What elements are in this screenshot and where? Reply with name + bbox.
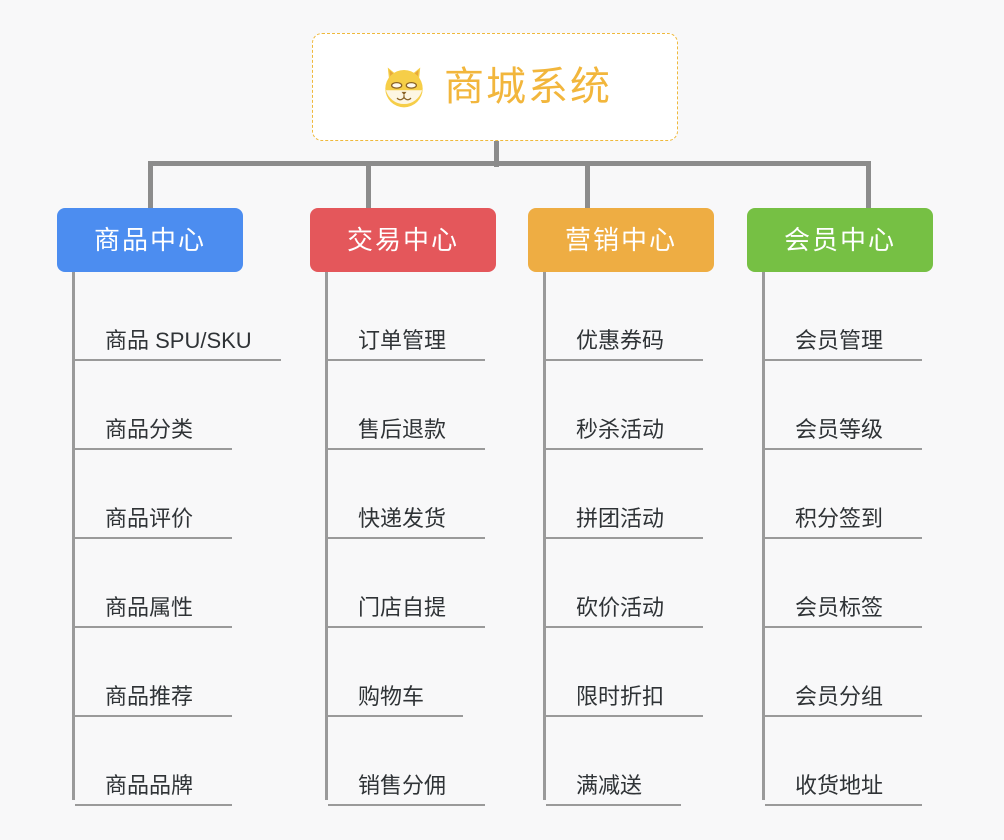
leaf-item[interactable]: 商品 SPU/SKU	[75, 272, 281, 361]
leaf-item[interactable]: 购物车	[328, 628, 496, 717]
branch-column-2: 交易中心 订单管理 售后退款 快递发货 门店自提 购物车 销售分佣	[310, 208, 496, 806]
leaf-underline	[75, 715, 232, 717]
leaf-item[interactable]: 商品评价	[75, 450, 243, 539]
leaf-underline	[546, 715, 703, 717]
leaf-item[interactable]: 门店自提	[328, 539, 496, 628]
leaf-item[interactable]: 商品推荐	[75, 628, 243, 717]
branch-column-3: 营销中心 优惠券码 秒杀活动 拼团活动 砍价活动 限时折扣 满减送	[528, 208, 714, 806]
leaf-label: 售后退款	[358, 417, 447, 442]
leaf-item[interactable]: 满减送	[546, 717, 714, 806]
leaf-item[interactable]: 商品品牌	[75, 717, 243, 806]
root-node[interactable]: 商城系统	[312, 33, 678, 141]
leaf-label: 会员标签	[795, 595, 884, 620]
connector-bar	[148, 161, 871, 166]
leaf-item[interactable]: 限时折扣	[546, 628, 714, 717]
leaf-label: 限时折扣	[576, 684, 665, 709]
leaf-label: 砍价活动	[576, 595, 665, 620]
leaf-label: 积分签到	[795, 506, 884, 531]
leaf-label: 商品 SPU/SKU	[105, 328, 252, 353]
leaf-underline	[328, 715, 463, 717]
branch-body-2: 订单管理 售后退款 快递发货 门店自提 购物车 销售分佣	[325, 272, 496, 806]
leaf-label: 购物车	[358, 684, 425, 709]
leaf-item[interactable]: 会员标签	[765, 539, 933, 628]
leaf-item[interactable]: 销售分佣	[328, 717, 496, 806]
branch-header-label-4: 会员中心	[783, 225, 896, 255]
leaf-underline	[546, 359, 703, 361]
leaf-item[interactable]: 售后退款	[328, 361, 496, 450]
connector-drop-3	[585, 161, 590, 208]
leaf-label: 快递发货	[358, 506, 447, 531]
branch-column-1: 商品中心 商品 SPU/SKU 商品分类 商品评价 商品属性 商品推荐 商品品牌	[57, 208, 281, 806]
leaf-underline	[765, 626, 922, 628]
leaf-underline	[765, 359, 922, 361]
leaf-underline	[75, 804, 232, 806]
leaf-item[interactable]: 会员管理	[765, 272, 933, 361]
leaf-label: 商品评价	[105, 506, 194, 531]
branch-header-label-1: 商品中心	[93, 225, 206, 255]
leaf-underline	[546, 626, 703, 628]
leaf-item[interactable]: 订单管理	[328, 272, 496, 361]
branch-header-label-2: 交易中心	[346, 225, 459, 255]
leaf-item[interactable]: 商品分类	[75, 361, 243, 450]
branch-body-4: 会员管理 会员等级 积分签到 会员标签 会员分组 收货地址	[762, 272, 933, 806]
branch-header-1[interactable]: 商品中心	[57, 208, 243, 272]
leaf-underline	[328, 537, 485, 539]
leaf-label: 会员分组	[795, 684, 884, 709]
connector-drop-2	[366, 161, 371, 208]
leaf-underline	[546, 804, 681, 806]
leaf-label: 满减送	[576, 773, 643, 798]
leaf-item[interactable]: 收货地址	[765, 717, 933, 806]
leaf-underline	[328, 359, 485, 361]
leaf-underline	[328, 626, 485, 628]
connector-drop-1	[148, 161, 153, 208]
leaf-item[interactable]: 积分签到	[765, 450, 933, 539]
branch-column-4: 会员中心 会员管理 会员等级 积分签到 会员标签 会员分组 收货地址	[747, 208, 933, 806]
leaf-underline	[75, 359, 281, 361]
leaf-item[interactable]: 秒杀活动	[546, 361, 714, 450]
leaf-underline	[328, 448, 485, 450]
leaf-label: 会员管理	[795, 328, 884, 353]
branch-body-1: 商品 SPU/SKU 商品分类 商品评价 商品属性 商品推荐 商品品牌	[72, 272, 281, 806]
leaf-item[interactable]: 商品属性	[75, 539, 243, 628]
leaf-label: 商品属性	[105, 595, 194, 620]
leaf-item[interactable]: 砍价活动	[546, 539, 714, 628]
connector-stem	[494, 141, 499, 167]
branch-body-3: 优惠券码 秒杀活动 拼团活动 砍价活动 限时折扣 满减送	[543, 272, 714, 806]
branch-header-3[interactable]: 营销中心	[528, 208, 714, 272]
leaf-label: 商品分类	[105, 417, 194, 442]
leaf-label: 秒杀活动	[576, 417, 665, 442]
leaf-label: 拼团活动	[576, 506, 665, 531]
leaf-underline	[546, 537, 703, 539]
leaf-label: 收货地址	[795, 773, 884, 798]
leaf-underline	[765, 715, 922, 717]
leaf-item[interactable]: 拼团活动	[546, 450, 714, 539]
leaf-underline	[765, 448, 922, 450]
leaf-underline	[546, 448, 703, 450]
leaf-item[interactable]: 快递发货	[328, 450, 496, 539]
leaf-underline	[75, 448, 232, 450]
leaf-label: 优惠券码	[576, 328, 665, 353]
branch-header-label-3: 营销中心	[564, 225, 677, 255]
branch-header-4[interactable]: 会员中心	[747, 208, 933, 272]
leaf-item[interactable]: 优惠券码	[546, 272, 714, 361]
leaf-label: 销售分佣	[358, 773, 447, 798]
leaf-underline	[75, 537, 232, 539]
leaf-underline	[765, 804, 922, 806]
leaf-label: 会员等级	[795, 417, 884, 442]
leaf-underline	[75, 626, 232, 628]
leaf-underline	[765, 537, 922, 539]
leaf-item[interactable]: 会员分组	[765, 628, 933, 717]
branch-header-2[interactable]: 交易中心	[310, 208, 496, 272]
shiba-dog-emoji	[378, 61, 430, 113]
connector-drop-4	[866, 161, 871, 208]
leaf-label: 商品推荐	[105, 684, 194, 709]
leaf-label: 门店自提	[358, 595, 447, 620]
root-title: 商城系统	[444, 65, 612, 109]
leaf-underline	[328, 804, 485, 806]
leaf-item[interactable]: 会员等级	[765, 361, 933, 450]
leaf-label: 订单管理	[358, 328, 447, 353]
leaf-label: 商品品牌	[105, 773, 194, 798]
